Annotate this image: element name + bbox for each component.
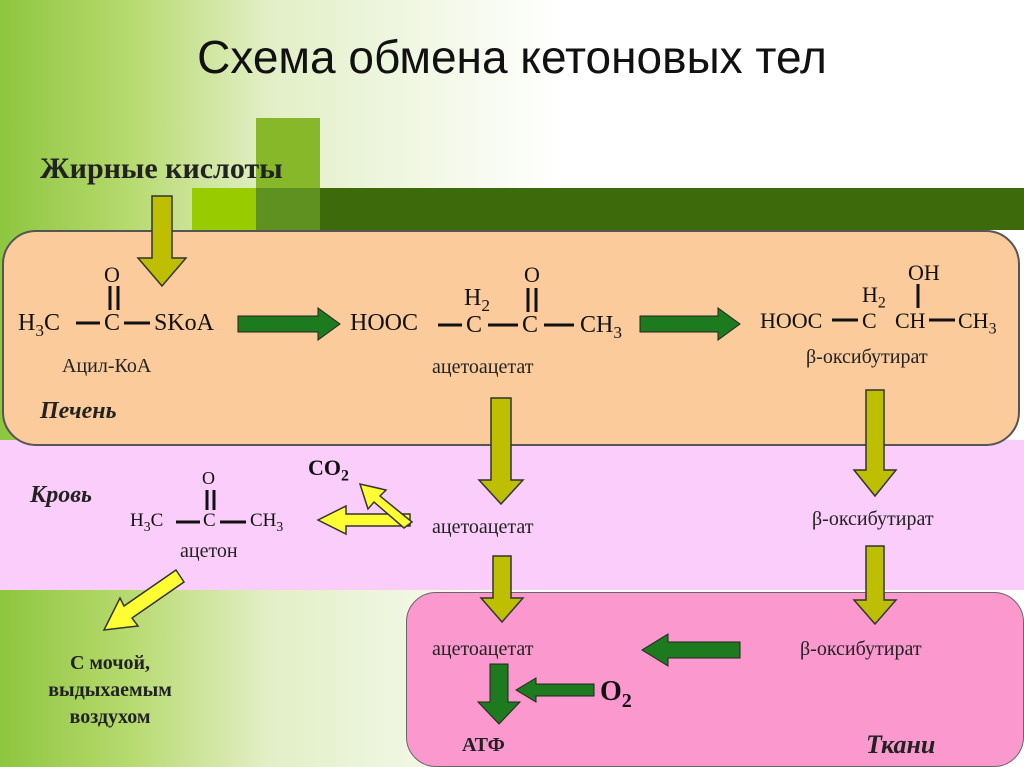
decor-block [192, 188, 256, 230]
hydroxybutyrate-tissue-label: β-оксибутират [800, 638, 922, 660]
acetoacetate-tissue-label: ацетоацетат [432, 638, 534, 660]
arrow-hydroxybutyrate-liver-to-blood [852, 389, 898, 498]
aa-c1: C [466, 312, 483, 338]
excretion-label: С мочой, выдыхаемым воздухом [48, 652, 172, 728]
aa-hooc: HOOC [350, 310, 419, 336]
arrow-o2-in [515, 677, 595, 703]
aa-c2: C [522, 312, 539, 338]
arrow-acetoacetate-liver-to-blood [477, 397, 525, 506]
chemical-bonds [76, 284, 955, 524]
arrow-hydroxybutyrate-to-acetoacetate [641, 633, 741, 667]
arrow-to-co2 [358, 482, 414, 529]
acyl-skoa: SKoA [154, 310, 215, 336]
hb-oh: OH [908, 260, 940, 285]
acetone-oxygen: O [202, 468, 215, 488]
acetoacetate-blood-label: ацетоацетат [432, 516, 534, 538]
o2-label: O2 [600, 676, 632, 713]
tissues-label: Ткани [866, 730, 936, 759]
acetoacetate-liver-label: ацетоацетат [432, 356, 534, 378]
arrow-acetoacetate-to-atp [476, 663, 522, 725]
aa-oxygen: O [524, 262, 540, 287]
co2-label: CO2 [308, 455, 349, 485]
acetone-h3c: H3C [130, 510, 164, 534]
arrow-acetoacetate-blood-to-tissue [479, 555, 525, 624]
hb-c1: C [862, 308, 877, 333]
acyl-coa-name: Ацил-КоА [62, 355, 152, 377]
hydroxybutyrate-blood-label: β-оксибутират [812, 508, 934, 530]
tissue-zone [406, 592, 1024, 767]
aa-h2: H2 [464, 285, 490, 316]
acyl-carbon: C [104, 310, 121, 336]
hb-h2: H2 [862, 282, 886, 312]
acetone-carbon: C [203, 510, 216, 531]
arrow-fatty-acids-down [136, 195, 188, 288]
acyl-h3c: H3C [18, 310, 60, 341]
blood-zone [0, 440, 1024, 590]
arrow-hydroxybutyrate-blood-to-tissue [852, 545, 898, 626]
decor-bar [320, 188, 1024, 230]
liver-label: Печень [40, 398, 117, 424]
arrow-acetoacetate-to-hydroxybutyrate [639, 307, 741, 341]
acetone-ch3: CH3 [250, 510, 284, 534]
acetone-name: ацетон [180, 540, 238, 562]
arrow-to-excretion [102, 568, 186, 631]
decor-block [256, 188, 320, 230]
atp-label: АТФ [462, 734, 505, 756]
hydroxybutyrate-liver-label: β-оксибутират [806, 346, 928, 368]
arrow-acyl-to-acetoacetate [237, 307, 341, 341]
slide-title: Схема обмена кетоновых тел [197, 31, 827, 83]
hb-ch: CH [895, 308, 926, 333]
aa-ch3: CH3 [580, 312, 622, 343]
hb-hooc: HOOC [760, 308, 823, 333]
fatty-acids-label: Жирные кислоты [40, 152, 283, 185]
hb-ch3: CH3 [958, 308, 997, 338]
blood-label: Кровь [30, 482, 92, 508]
acyl-oxygen: O [104, 262, 120, 287]
